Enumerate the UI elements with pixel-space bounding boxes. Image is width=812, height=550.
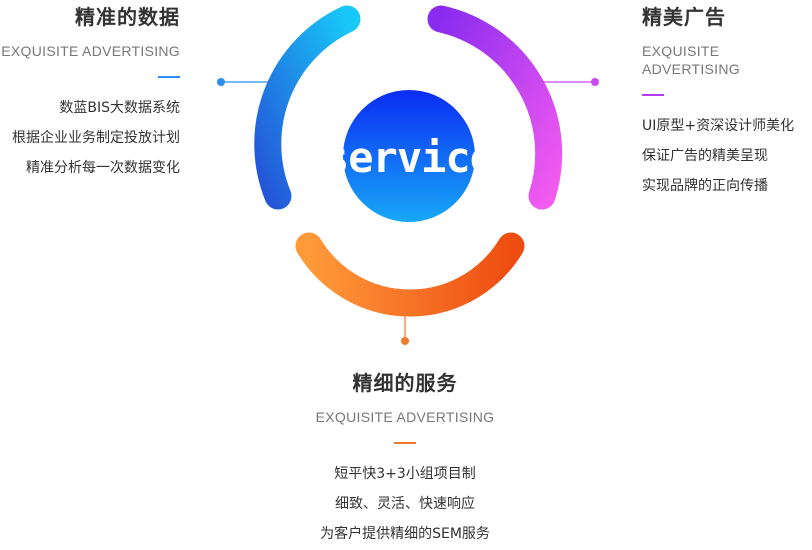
center-label: service [324, 133, 494, 182]
block-subtitle: EXQUISITE ADVERTISING [1, 43, 180, 59]
list-item: 保证广告的精美呈现 [642, 148, 768, 164]
arc-orange [295, 232, 525, 317]
connector-dot-right [591, 78, 599, 86]
block-fine-service: 精细的服务 EXQUISITE ADVERTISING 短平快3+3小组项目制 … [255, 370, 555, 549]
block-subtitle: EXQUISITE ADVERTISING [642, 43, 740, 77]
title-underline [642, 94, 664, 96]
arc-purple [427, 5, 563, 210]
block-beautiful-ads: 精美广告 EXQUISITE ADVERTISING UI原型+资深设计师美化 … [642, 4, 812, 201]
connector-dot-bottom [401, 337, 409, 345]
center-circle [343, 90, 475, 222]
list-item: 数蓝BIS大数据系统 [59, 100, 180, 116]
title-underline [158, 76, 180, 78]
block-title: 精美广告 [642, 5, 726, 29]
title-underline [394, 442, 416, 444]
block-title: 精细的服务 [352, 371, 458, 395]
list-item: 实现品牌的正向传播 [642, 178, 768, 194]
list-item: 细致、灵活、快速响应 [335, 496, 475, 512]
block-subtitle: EXQUISITE ADVERTISING [315, 409, 495, 425]
arc-blue [254, 5, 361, 210]
list-item: 短平快3+3小组项目制 [334, 466, 476, 482]
block-precise-data: 精准的数据 EXQUISITE ADVERTISING 数蓝BIS大数据系统 根… [1, 4, 180, 183]
block-title: 精准的数据 [75, 5, 180, 29]
list-item: 根据企业业务制定投放计划 [12, 130, 180, 146]
list-item: UI原型+资深设计师美化 [642, 118, 795, 134]
list-item: 精准分析每一次数据变化 [26, 160, 180, 176]
connector-dot-left [217, 78, 225, 86]
list-item: 为客户提供精细的SEM服务 [320, 526, 490, 542]
